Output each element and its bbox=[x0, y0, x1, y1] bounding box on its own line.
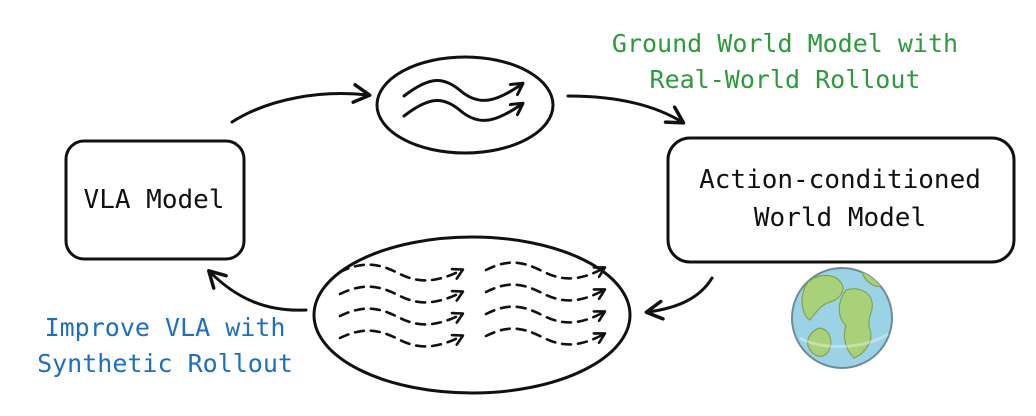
world-model-label: Action-conditioned World Model bbox=[666, 162, 1014, 237]
globe-icon bbox=[791, 267, 893, 369]
synthetic-rollout-node bbox=[312, 235, 632, 395]
world-model-label-line1: Action-conditioned bbox=[699, 165, 981, 195]
ground-annotation-line1: Ground World Model with bbox=[611, 29, 959, 58]
real-rollout-node bbox=[375, 55, 555, 155]
arrow-synthetic-to-vla bbox=[207, 269, 308, 312]
arrow-vla-to-rollout bbox=[230, 83, 372, 124]
wavy-arrows-icon bbox=[402, 79, 522, 122]
world-model-box bbox=[666, 136, 1016, 264]
vla-model-box bbox=[64, 139, 246, 261]
ground-annotation-line2: Real-World Rollout bbox=[649, 65, 921, 95]
ground-world-model-annotation: Ground World Model with Real-World Rollo… bbox=[560, 26, 1010, 99]
dashed-wavy-arrows-icon bbox=[338, 261, 604, 348]
arrow-rollout-to-world-model bbox=[566, 94, 686, 125]
world-model-label-line2: World Model bbox=[753, 202, 927, 233]
vla-model-label: VLA Model bbox=[64, 182, 244, 220]
improve-annotation-line2: Synthetic Rollout bbox=[37, 349, 293, 379]
arrow-world-model-to-synthetic bbox=[644, 276, 714, 321]
improve-annotation-line1: Improve VLA with bbox=[44, 313, 286, 342]
vla-model-label-text: VLA Model bbox=[83, 185, 225, 215]
improve-vla-annotation: Improve VLA with Synthetic Rollout bbox=[0, 310, 330, 383]
